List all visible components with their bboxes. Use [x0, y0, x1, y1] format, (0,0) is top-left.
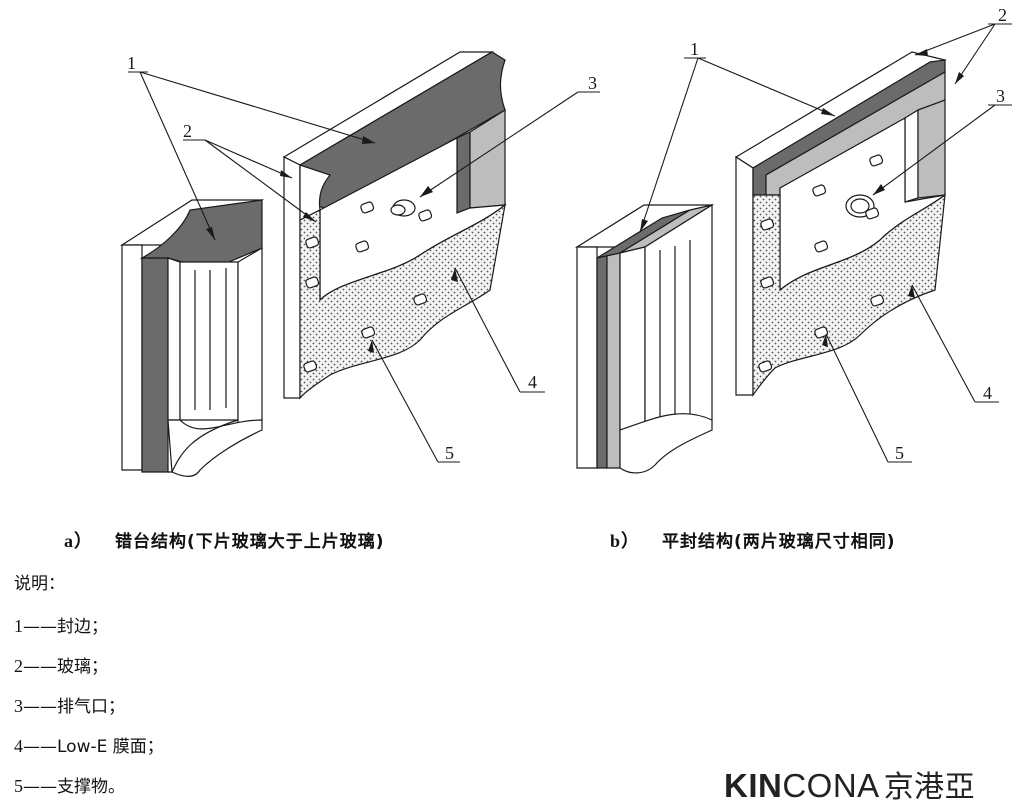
callout-a-3: 3	[588, 73, 597, 93]
legend-text: 支撑物。	[57, 777, 125, 797]
legend-text: 玻璃；	[57, 657, 108, 677]
caption-a-text: 错台结构(下片玻璃大于上片玻璃)	[115, 532, 385, 552]
legend-text: Low-E 膜面；	[57, 737, 164, 757]
callout-a-1: 1	[127, 53, 136, 73]
callout-b-3: 3	[996, 86, 1005, 106]
callout-b-5: 5	[895, 443, 904, 463]
legend-sep: ——	[23, 697, 57, 717]
panel-b-drawing	[574, 23, 1012, 474]
legend-num: 5	[14, 776, 23, 796]
panel-b-large-piece	[734, 51, 947, 397]
brand-light: CONA	[782, 767, 880, 804]
legend-item: 1——封边；	[14, 612, 108, 637]
callout-b-2: 2	[998, 5, 1007, 25]
legend-text: 封边；	[57, 617, 108, 637]
callout-a-5: 5	[445, 443, 454, 463]
legend-title: 说明：	[14, 574, 65, 594]
caption-b-text: 平封结构(两片玻璃尺寸相同)	[662, 532, 896, 552]
legend-sep: ——	[23, 617, 57, 637]
supports-a	[303, 201, 433, 373]
caption-b: b） 平封结构(两片玻璃尺寸相同)	[610, 527, 896, 553]
legend-sep: ——	[23, 657, 57, 677]
leaders-b	[639, 23, 1012, 463]
legend-text: 排气口；	[57, 697, 125, 717]
panel-a-drawing	[119, 51, 600, 477]
panel-a-small-piece	[119, 199, 265, 477]
legend-item: 3——排气口；	[14, 692, 125, 717]
edge-seal-b-small	[596, 252, 608, 469]
legend-num: 4	[14, 736, 23, 756]
callout-b-1: 1	[690, 39, 699, 59]
legend-sep: ——	[23, 777, 57, 797]
leaders-a	[128, 71, 600, 463]
low-e-face-b	[752, 193, 946, 397]
callout-b-4: 4	[983, 383, 992, 403]
callout-a-2: 2	[183, 121, 192, 141]
low-e-face-a	[299, 203, 506, 400]
legend-item: 5——支撑物。	[14, 772, 125, 797]
legend-num: 3	[14, 696, 23, 716]
panel-a-large-piece	[282, 51, 507, 400]
arrowheads-a	[206, 136, 458, 353]
caption-a: a） 错台结构(下片玻璃大于上片玻璃)	[64, 527, 385, 553]
legend-num: 2	[14, 656, 23, 676]
edge-seal-a-small	[141, 257, 169, 473]
brand-chinese: 京港亞	[883, 770, 976, 805]
brand-bold: KIN	[724, 767, 783, 804]
callout-a-4: 4	[528, 372, 537, 392]
legend-item: 2——玻璃；	[14, 652, 108, 677]
caption-b-tag: b）	[610, 531, 641, 551]
legend-item: 4——Low-E 膜面；	[14, 732, 164, 757]
supports-b	[758, 154, 885, 373]
panel-b-small-piece	[574, 203, 715, 474]
legend-sep: ——	[23, 737, 57, 757]
legend-num: 1	[14, 616, 23, 636]
arrowheads-b	[640, 49, 964, 347]
callout-numbers: 1 2 3 4 5 1 2 3 4 5	[127, 5, 1007, 463]
diagram-svg: 1 2 3 4 5 1 2 3 4 5	[119, 5, 1012, 477]
caption-a-tag: a）	[64, 531, 93, 551]
